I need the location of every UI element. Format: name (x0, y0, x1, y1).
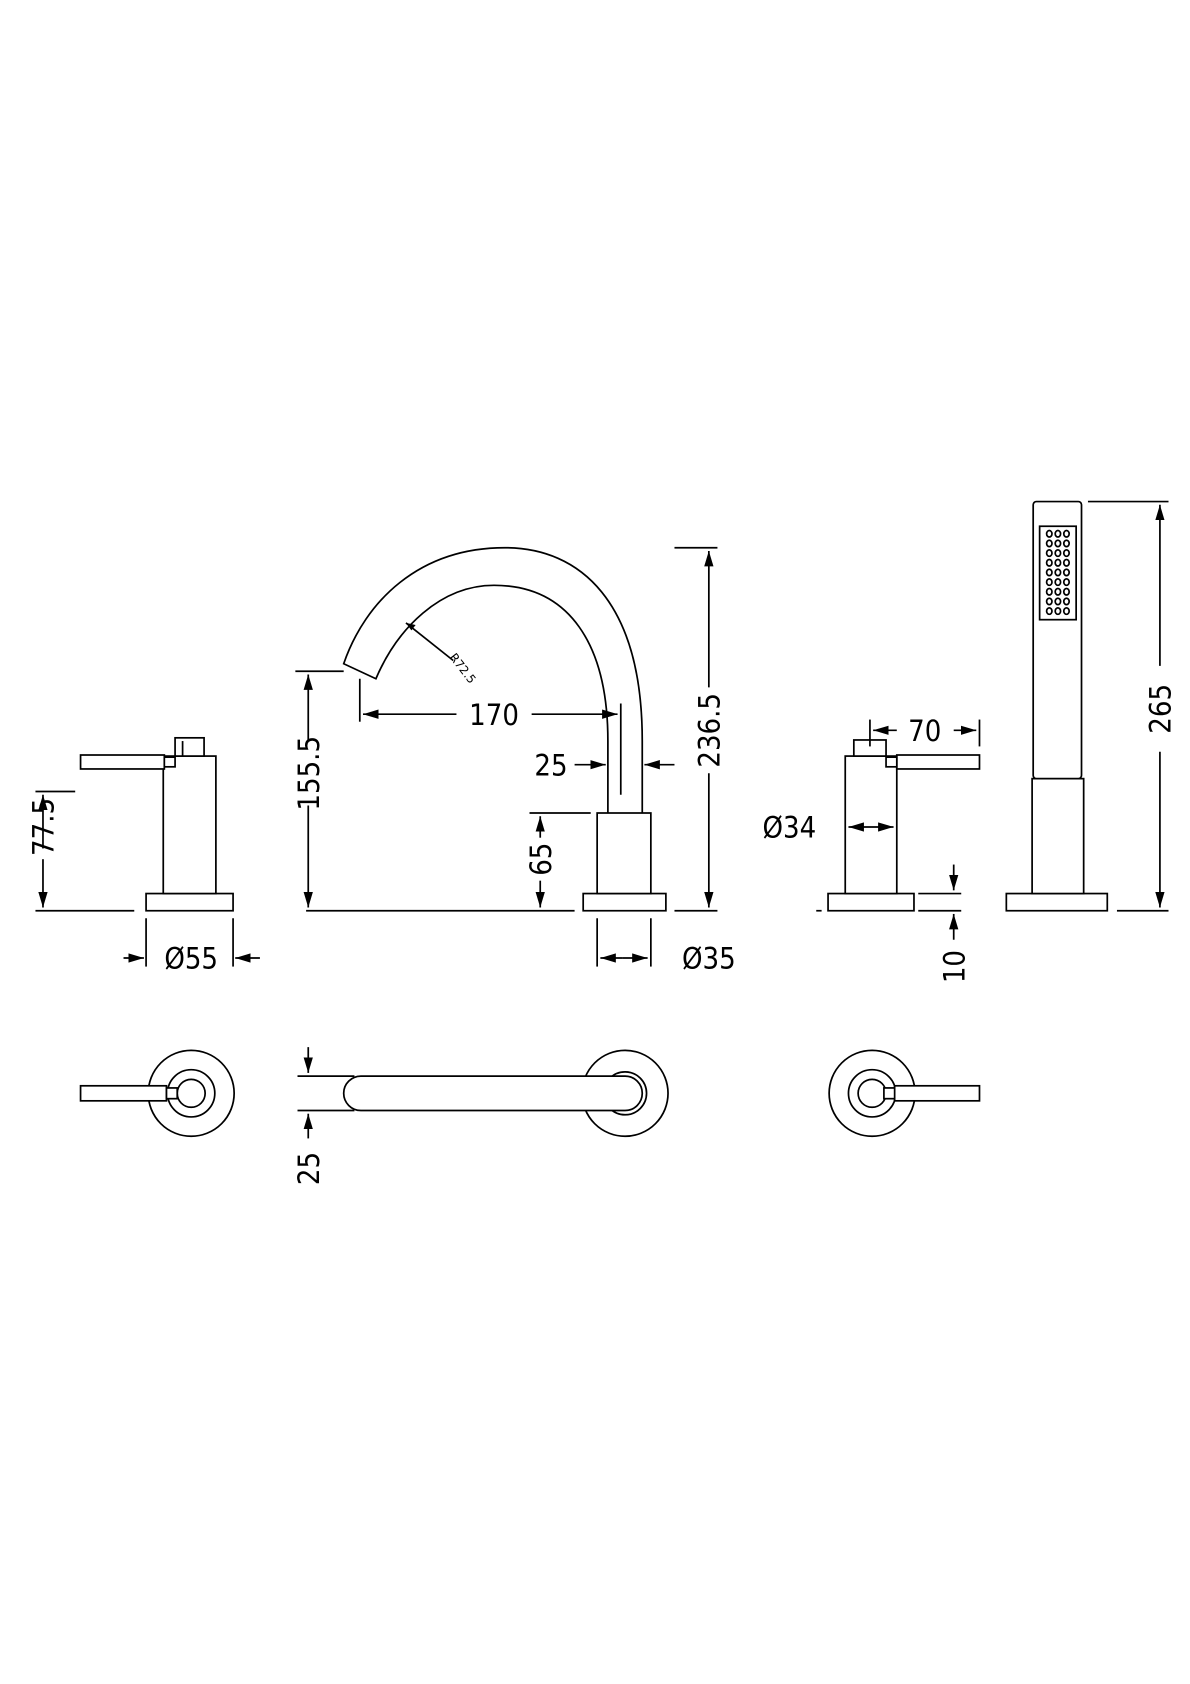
spray-nozzle (1062, 568, 1071, 577)
spray-nozzle (1054, 578, 1062, 587)
plan-view: 25 (79, 1047, 981, 1185)
spray-nozzle (1045, 568, 1053, 577)
spray-nozzle (1045, 529, 1053, 538)
dim-handset-height: 265 (1144, 684, 1178, 734)
dim-spout-total-height: 236.5 (693, 693, 727, 768)
spray-nozzle (1062, 549, 1071, 558)
dim-spout-radius: R72.5 (447, 651, 479, 687)
dim-valve-body-diameter: Ø34 (763, 811, 817, 845)
spray-nozzle (1054, 607, 1062, 616)
spray-nozzle (1062, 587, 1071, 596)
spray-nozzle (1045, 539, 1053, 548)
dim-spout-body-height: 65 (524, 843, 558, 876)
dim-base-thickness: 10 (937, 950, 971, 983)
spray-nozzle (1054, 529, 1062, 538)
spray-nozzle (1062, 597, 1071, 606)
dim-spout-pipe-diameter: 25 (534, 748, 567, 782)
dim-valve-height: 77.5 (27, 798, 61, 856)
spray-nozzle (1062, 539, 1071, 548)
spray-nozzle (1054, 597, 1062, 606)
dim-spout-projection: 170 (469, 698, 519, 732)
shower-handset-elevation: 265 (1005, 500, 1178, 912)
dim-plan-pipe-width: 25 (292, 1152, 326, 1185)
spray-nozzle (1045, 558, 1053, 567)
dim-lever-length: 70 (908, 714, 941, 748)
spray-nozzle (1054, 587, 1062, 596)
right-valve-elevation: 70 Ø34 10 (763, 714, 981, 983)
spray-nozzle (1045, 549, 1053, 558)
left-valve-elevation: 77.5 Ø55 (27, 736, 260, 976)
dim-valve-base-diameter: Ø55 (164, 942, 218, 976)
spray-nozzle (1062, 578, 1071, 587)
spray-nozzle (1062, 558, 1071, 567)
spray-nozzle (1054, 549, 1062, 558)
spray-nozzle (1062, 607, 1071, 616)
dim-spout-outlet-height: 155.5 (292, 736, 326, 811)
dim-spout-base-diameter: Ø35 (682, 942, 736, 976)
spout-elevation: R72.5 155.5 170 25 236.5 65 Ø35 (292, 546, 736, 976)
spray-nozzle (1054, 539, 1062, 548)
spray-nozzle (1045, 578, 1053, 587)
spray-nozzle (1045, 597, 1053, 606)
spray-nozzle (1054, 558, 1062, 567)
spray-nozzle (1045, 587, 1053, 596)
spray-nozzles-icon (1045, 529, 1071, 616)
spray-nozzle (1062, 529, 1071, 538)
spray-nozzle (1054, 568, 1062, 577)
spray-nozzle (1045, 607, 1053, 616)
